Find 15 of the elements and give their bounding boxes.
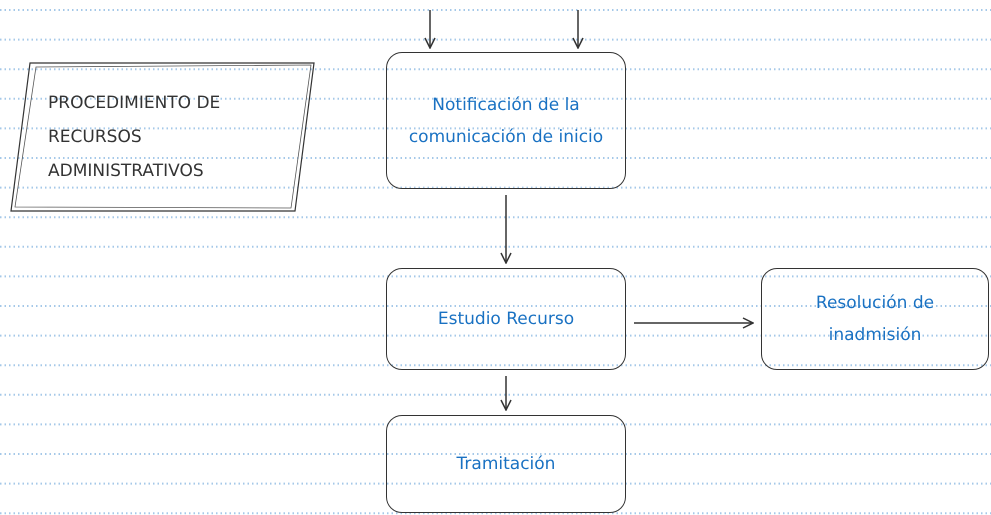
process-box (386, 268, 626, 370)
title-parallelogram (10, 62, 315, 212)
node-label: Notificación de la comunicación de inicio (408, 94, 604, 148)
node-label: Estudio Recurso (438, 308, 574, 331)
node-label: Resolución de inadmisión (814, 292, 936, 347)
process-box (761, 268, 989, 370)
arrow (500, 376, 512, 411)
title-text: PROCEDIMIENTO DE RECURSOS ADMINISTRATIVOS (48, 92, 222, 183)
arrow (572, 10, 584, 49)
arrow (500, 195, 512, 264)
arrow (424, 10, 436, 49)
process-box (386, 52, 626, 189)
process-box (386, 415, 626, 513)
node-label: Tramitación (456, 453, 556, 476)
arrow (634, 317, 754, 329)
